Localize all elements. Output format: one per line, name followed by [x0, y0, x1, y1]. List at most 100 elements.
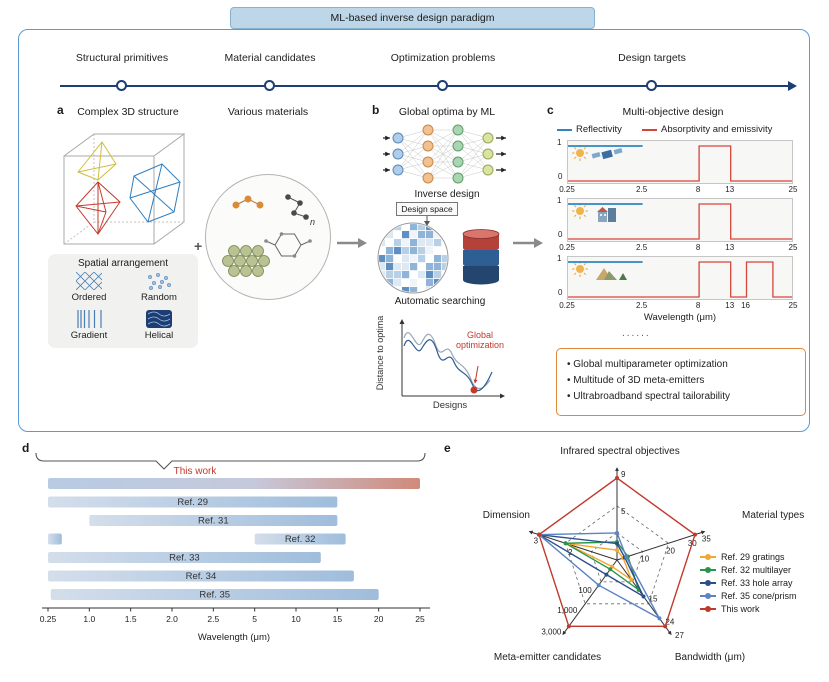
legend-label: Ref. 29 gratings: [721, 551, 785, 562]
range-bar: [254, 533, 346, 545]
sun-icon: [572, 261, 588, 277]
database-icon: [462, 229, 500, 285]
y-tick-label: 1: [557, 196, 562, 205]
x-tick-label: 25: [788, 185, 798, 194]
spectrum-canvas: [567, 140, 793, 184]
x-tick-label: 25: [788, 301, 798, 310]
x-tick-label: 8: [695, 243, 701, 252]
spatial-item-random: Random: [126, 272, 192, 303]
random-dots-icon: [147, 272, 172, 290]
polymer-molecule-icon: [287, 196, 307, 218]
timeline-arrowhead-icon: [788, 81, 797, 91]
panel-label-a: a: [57, 103, 64, 117]
spatial-item-ordered: Ordered: [56, 272, 122, 303]
panel-label-e: e: [444, 441, 451, 455]
radar-axis-bandwidth: Bandwidth (μm): [674, 652, 746, 663]
reflectivity-swatch: [557, 129, 572, 131]
x-tick-label: 2.5: [636, 301, 648, 310]
x-tick-label: 0.25: [559, 185, 575, 194]
radar-tick-label: 3: [534, 537, 539, 546]
spectrum-canvas: [567, 198, 793, 242]
radar-series: [537, 532, 662, 621]
timeline-node-icon: [646, 80, 657, 91]
sun-icon: [572, 145, 588, 161]
radar-series: [563, 541, 641, 592]
legend-swatch: [700, 553, 716, 560]
radar-tick-label: 35: [702, 535, 711, 544]
ring-molecule-icon: [265, 233, 311, 257]
spectrum-canvas: [567, 256, 793, 300]
legend-label: This work: [721, 603, 760, 614]
x-tick-label: 25: [788, 243, 798, 252]
molecule-subscript: n: [310, 217, 315, 227]
legend-swatch: [700, 566, 716, 573]
global-minimum-dot: [470, 386, 478, 394]
radar-series: [538, 477, 696, 628]
x-tick-label: 0.25: [40, 614, 57, 624]
range-bar: [89, 515, 338, 526]
flow-arrow-icon: [513, 238, 543, 248]
x-tick-label: 25: [415, 614, 425, 624]
x-tick-label: 10: [291, 614, 301, 624]
legend-item: Ref. 35 cone/prism: [700, 589, 797, 602]
legend-item: Ref. 29 gratings: [700, 550, 797, 563]
opt-plot-ylabel: Distance to optima: [375, 315, 385, 391]
x-tick-label: 8: [695, 185, 701, 194]
emissivity-line: [568, 145, 792, 182]
x-tick-label: 8: [695, 301, 701, 310]
x-axis-ticks: 0.25 2.5 8 13 25: [559, 242, 797, 252]
radar-tick-label: 2: [568, 548, 573, 557]
stage-structural-primitives: Structural primitives: [75, 52, 169, 64]
legend-swatch: [700, 579, 716, 586]
ellipsis: ......: [622, 328, 651, 339]
x-tick-label: 2.5: [636, 243, 648, 252]
range-bar: [48, 478, 420, 489]
row-label: Ref. 31: [198, 516, 229, 527]
stage-design-targets: Design targets: [618, 52, 686, 64]
x-tick-label: 5: [252, 614, 257, 624]
range-bar: [50, 589, 379, 600]
opt-plot-xlabel: Designs: [432, 400, 468, 411]
y-tick-label: 0: [558, 172, 563, 181]
spatial-item-label: Ordered: [71, 292, 107, 303]
radar-ring: [590, 532, 644, 583]
bullet-item: • Global multiparameter optimization: [567, 359, 728, 370]
blue-polyhedron-icon: [129, 163, 181, 223]
radar-tick-label: 1,000: [557, 606, 578, 615]
timeline-node-icon: [437, 80, 448, 91]
helical-pattern-icon: [146, 310, 172, 328]
radar-axis-dimension: Dimension: [482, 510, 530, 521]
tent-icon: [596, 268, 627, 280]
molecules-icon: n: [222, 194, 315, 277]
y-tick-label: 1: [557, 254, 562, 263]
design-space-label: Design space: [396, 202, 458, 216]
legend-item: Ref. 33 hole array: [700, 576, 797, 589]
x-tick-label: 15: [333, 614, 343, 624]
gradient-lines-icon: [77, 310, 102, 328]
radar-axis-meta-emitter-candidates: Meta-emitter candidates: [493, 652, 602, 663]
x-tick-label: 2.0: [166, 614, 178, 624]
yellow-polyhedron-icon: [77, 141, 117, 181]
x-tick-label: 0.25: [559, 301, 575, 310]
radar-spoke: [616, 530, 706, 561]
down-arrow-icon: [424, 216, 430, 226]
spatial-item-label: Random: [141, 292, 177, 303]
design-space-circle: [377, 222, 449, 294]
red-polyhedron-icon: [75, 181, 121, 235]
x-tick-label: 0.25: [559, 243, 575, 252]
radar-tick-label: 5: [621, 507, 626, 516]
y-tick-label: 0: [558, 288, 563, 297]
legend-label: Ref. 35 cone/prism: [721, 590, 797, 601]
radar-axis-infrared-objectives: Infrared spectral objectives: [560, 446, 680, 457]
x-tick-label: 13: [725, 243, 735, 252]
panel-label-b: b: [372, 103, 380, 117]
x-tick-label: 16: [741, 301, 750, 310]
